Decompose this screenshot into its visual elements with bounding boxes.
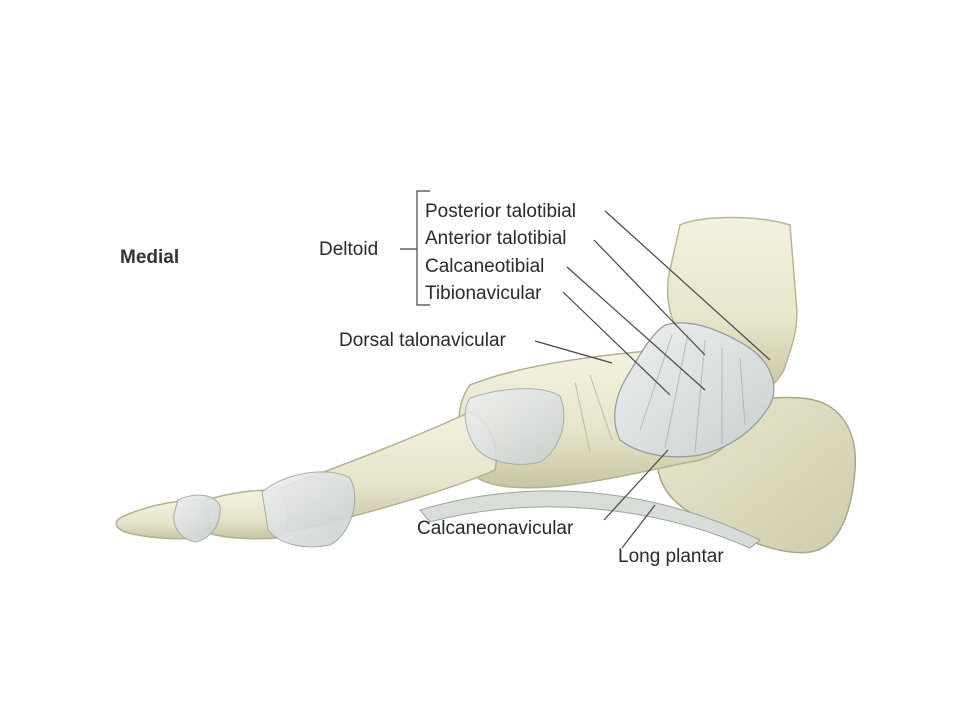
- posterior-talotibial-label: Posterior talotibial: [425, 201, 577, 222]
- tarsometatarsal-ligaments: [464, 388, 565, 465]
- ligament-fibers: [574, 333, 746, 453]
- calcaneotibial-label: Calcaneotibial: [425, 256, 545, 277]
- deltoid-ligament-fan: [614, 322, 775, 458]
- view-label: Medial: [120, 247, 180, 268]
- long-plantar-label: Long plantar: [618, 546, 724, 567]
- mtp-joint-ligaments: [261, 471, 356, 548]
- leader-lines: [534, 210, 771, 549]
- calcaneonavicular-label: Calcaneonavicular: [417, 518, 574, 539]
- ip-joint-ligaments: [173, 494, 221, 543]
- deltoid-bracket: [400, 190, 430, 306]
- deltoid-label: Deltoid: [319, 239, 379, 260]
- long-plantar-ligament: [419, 490, 761, 549]
- tibionavicular-label: Tibionavicular: [425, 283, 542, 304]
- dorsal-talonavicular-label: Dorsal talonavicular: [339, 330, 506, 351]
- anterior-talotibial-label: Anterior talotibial: [425, 228, 567, 249]
